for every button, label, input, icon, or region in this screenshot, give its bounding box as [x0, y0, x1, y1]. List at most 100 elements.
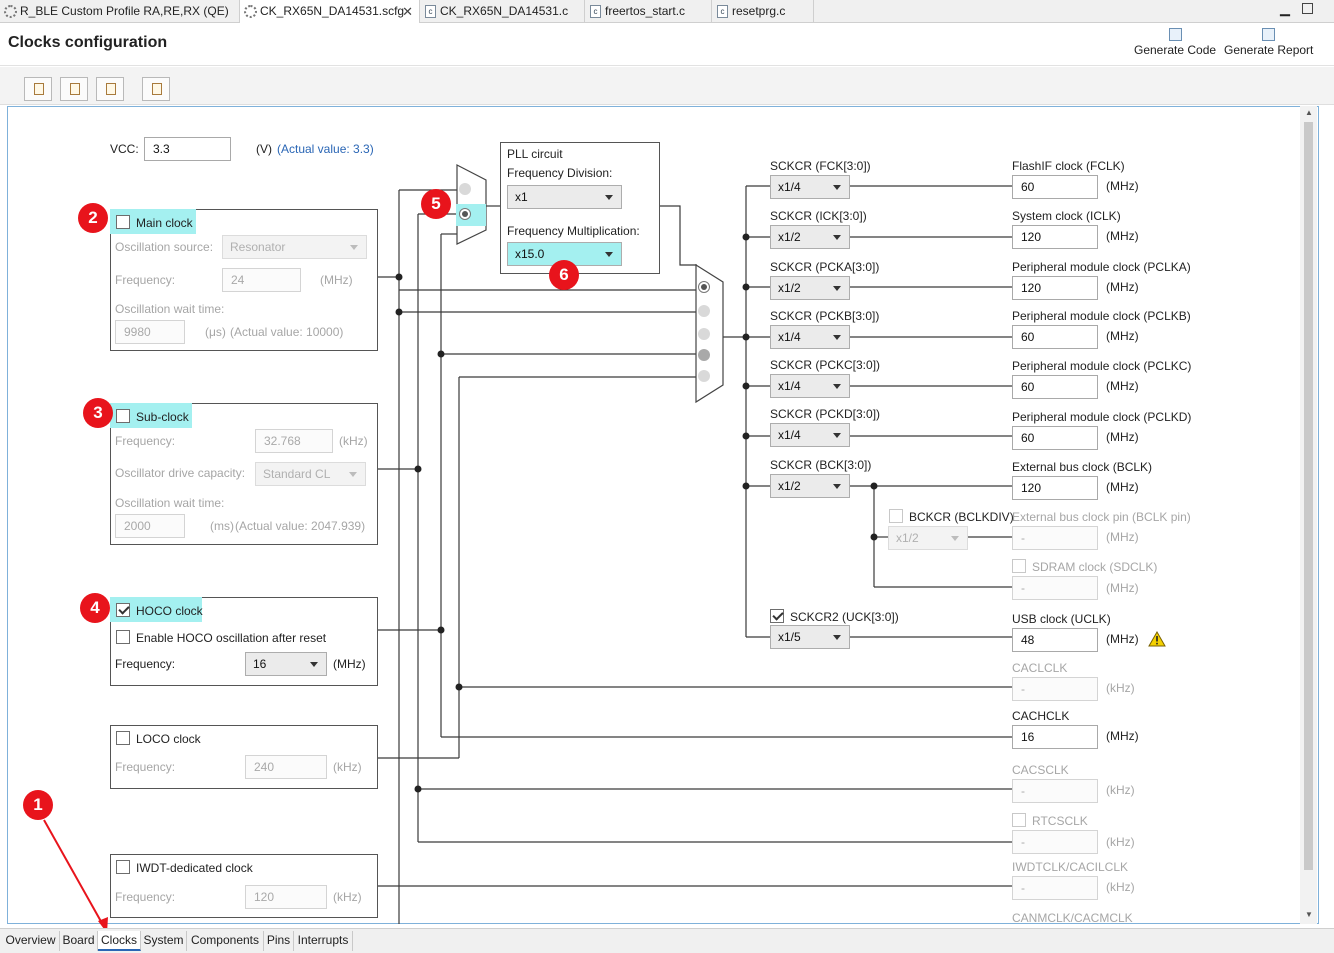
sckcr2-checkbox[interactable] — [770, 609, 784, 623]
fit-height-button[interactable] — [96, 77, 124, 101]
div-pckc-select[interactable]: x1/4 — [770, 374, 850, 398]
scroll-down-icon[interactable]: ▼ — [1305, 910, 1313, 919]
tab-board[interactable]: Board — [60, 931, 98, 951]
tab-system[interactable]: System — [141, 931, 187, 951]
out-uclk-value[interactable]: 48 — [1012, 628, 1098, 652]
div-bck-label: SCKCR (BCK[3:0]) — [770, 458, 872, 472]
clk-source-loco-radio[interactable] — [698, 370, 710, 382]
pll-source-hoco-radio[interactable] — [459, 208, 471, 220]
annotation-badge-2: 2 — [78, 203, 108, 233]
fit-width-button[interactable] — [60, 77, 88, 101]
tab-interrupts[interactable]: Interrupts — [294, 931, 353, 951]
sub-drive-select[interactable]: Standard CL — [255, 462, 366, 486]
tab-clocks[interactable]: Clocks — [98, 931, 141, 951]
clk-source-pll-radio[interactable] — [698, 281, 710, 293]
clk-source-main-radio[interactable] — [698, 305, 710, 317]
tab-overview[interactable]: Overview — [2, 931, 60, 951]
out-pclkb-unit: (MHz) — [1106, 329, 1139, 343]
tab-components[interactable]: Components — [187, 931, 264, 951]
main-osc-source-label: Oscillation source: — [115, 240, 214, 254]
generate-report-button[interactable]: Generate Report — [1224, 28, 1313, 57]
out-cacsclk-value[interactable]: - — [1012, 779, 1098, 803]
main-wait-unit: (μs) — [205, 325, 226, 339]
out-uclk-unit: (MHz) — [1106, 632, 1139, 646]
hoco-clock-checkbox[interactable] — [116, 603, 130, 617]
vcc-unit: (V) — [256, 142, 272, 156]
bckcr-checkbox[interactable] — [889, 509, 903, 523]
editor-tab-bar: R_BLE Custom Profile RA,RE,RX (QE) CK_RX… — [0, 0, 1334, 23]
out-pclka-unit: (MHz) — [1106, 280, 1139, 294]
main-clock-checkbox[interactable] — [116, 215, 130, 229]
tab-pins[interactable]: Pins — [264, 931, 294, 951]
out-pclkb-value[interactable]: 60 — [1012, 325, 1098, 349]
out-pclkd-value[interactable]: 60 — [1012, 426, 1098, 450]
hoco-enable-after-reset-checkbox[interactable] — [116, 630, 130, 644]
fit-icon — [34, 83, 44, 95]
minimize-icon[interactable]: ▁ — [1280, 1, 1290, 16]
out-bclk-value[interactable]: 120 — [1012, 476, 1098, 500]
generate-code-icon — [1168, 28, 1182, 41]
vcc-input[interactable]: 3.3 — [144, 137, 231, 161]
div-pckb-select[interactable]: x1/4 — [770, 325, 850, 349]
out-iwdtclk-value[interactable]: - — [1012, 876, 1098, 900]
pll-division-select[interactable]: x1 — [507, 185, 622, 209]
tab-resetprg[interactable]: c resetprg.c — [712, 0, 814, 23]
maximize-icon[interactable] — [1302, 3, 1313, 14]
div-bck-select[interactable]: x1/2 — [770, 474, 850, 498]
sub-freq-input[interactable]: 32.768 — [255, 429, 333, 453]
out-rtcsclk-unit: (kHz) — [1106, 835, 1135, 849]
loco-freq-input[interactable]: 240 — [245, 755, 327, 779]
tab-main-c[interactable]: c CK_RX65N_DA14531.c — [420, 0, 585, 23]
iwdt-freq-label: Frequency: — [115, 890, 176, 904]
out-bclk-pin-value[interactable]: - — [1012, 526, 1098, 550]
tab-scfg[interactable]: CK_RX65N_DA14531.scfg ✕ — [240, 0, 420, 23]
clk-source-sub-radio[interactable] — [698, 328, 710, 340]
clk-source-hoco-radio[interactable] — [698, 349, 710, 361]
scrollbar-thumb[interactable] — [1304, 122, 1313, 870]
sckcr2-select[interactable]: x1/5 — [770, 625, 850, 649]
main-clock-label: Main clock — [136, 216, 193, 230]
bckcr-select[interactable]: x1/2 — [888, 526, 968, 550]
out-sdclk-value[interactable]: - — [1012, 576, 1098, 600]
div-pcka-select[interactable]: x1/2 — [770, 276, 850, 300]
tab-freertos-start[interactable]: c freertos_start.c — [585, 0, 712, 23]
div-fck-select[interactable]: x1/4 — [770, 175, 850, 199]
sub-wait-input[interactable]: 2000 — [115, 514, 185, 538]
close-icon[interactable]: ✕ — [402, 4, 413, 19]
hoco-freq-select[interactable]: 16 — [245, 652, 327, 676]
iwdt-clock-checkbox[interactable] — [116, 860, 130, 874]
div-ick-select[interactable]: x1/2 — [770, 225, 850, 249]
vertical-scrollbar[interactable]: ▲ ▼ — [1300, 106, 1317, 924]
out-iclk-value[interactable]: 120 — [1012, 225, 1098, 249]
main-freq-input[interactable]: 24 — [222, 268, 301, 292]
out-rtcsclk-label: RTCSCLK — [1032, 814, 1088, 828]
generate-code-button[interactable]: Generate Code — [1134, 28, 1216, 57]
out-cacsclk-unit: (kHz) — [1106, 783, 1135, 797]
pll-source-main-radio[interactable] — [459, 183, 471, 195]
out-pclka-value[interactable]: 120 — [1012, 276, 1098, 300]
div-pckd-select[interactable]: x1/4 — [770, 423, 850, 447]
main-wait-input[interactable]: 9980 — [115, 320, 185, 344]
out-rtcsclk-value[interactable]: - — [1012, 830, 1098, 854]
fit-view-button[interactable] — [24, 77, 52, 101]
settings-icon — [4, 5, 17, 18]
sub-freq-unit: (kHz) — [339, 434, 368, 448]
scroll-up-icon[interactable]: ▲ — [1305, 108, 1313, 117]
main-osc-source-select[interactable]: Resonator — [222, 235, 367, 259]
sub-clock-checkbox[interactable] — [116, 409, 130, 423]
out-fclk-value[interactable]: 60 — [1012, 175, 1098, 199]
export-image-button[interactable] — [142, 77, 170, 101]
sdram-clock-checkbox[interactable] — [1012, 559, 1026, 573]
tab-qe-ble-profile[interactable]: R_BLE Custom Profile RA,RE,RX (QE) — [0, 0, 240, 23]
out-iwdtclk-unit: (kHz) — [1106, 880, 1135, 894]
loco-clock-checkbox[interactable] — [116, 731, 130, 745]
out-pclkc-value[interactable]: 60 — [1012, 375, 1098, 399]
rtcsclk-checkbox[interactable] — [1012, 813, 1026, 827]
out-cachclk-value[interactable]: 16 — [1012, 725, 1098, 749]
out-caclclk-value[interactable]: - — [1012, 677, 1098, 701]
out-pclkd-unit: (MHz) — [1106, 430, 1139, 444]
vcc-label: VCC: — [110, 142, 139, 156]
out-fclk-unit: (MHz) — [1106, 179, 1139, 193]
tab-label: R_BLE Custom Profile RA,RE,RX (QE) — [20, 4, 229, 18]
iwdt-freq-input[interactable]: 120 — [245, 885, 327, 909]
